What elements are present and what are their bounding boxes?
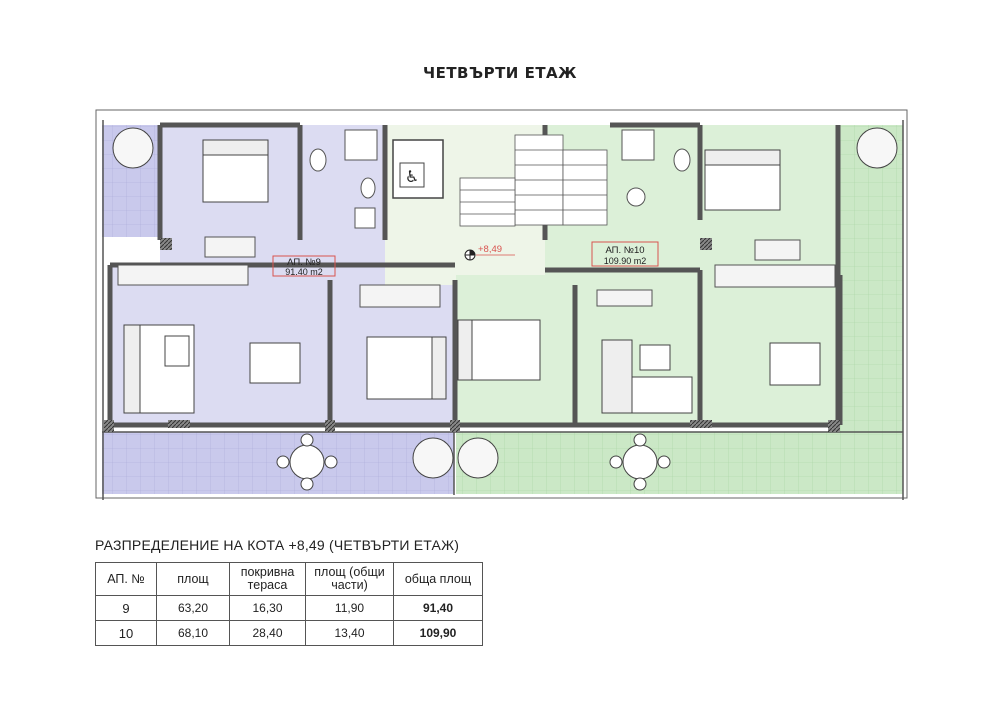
- cell-apt: 10: [95, 620, 157, 646]
- apt10-terrace: [456, 432, 903, 494]
- cell-area: 68,10: [156, 620, 230, 646]
- level-marker-icon: [464, 249, 476, 261]
- col-roof-terrace: покривна тераса: [229, 562, 306, 596]
- col-apt-number: АП. №: [95, 562, 157, 596]
- area-table: АП. № площ покривна тераса площ (общи ча…: [95, 562, 483, 646]
- floor-plan: ♿ АП. №9 91.40 m: [95, 109, 908, 500]
- table-header-row: АП. № площ покривна тераса площ (общи ча…: [95, 562, 483, 596]
- cell-total: 91,40: [393, 595, 483, 621]
- apt9-label: АП. №9: [287, 257, 321, 268]
- apt10-label-box: [591, 241, 659, 267]
- terrace-furniture: [112, 127, 898, 491]
- cell-terrace: 16,30: [229, 595, 306, 621]
- apt9-label-box: [272, 255, 336, 277]
- page-title: ЧЕТВЪРТИ ЕТАЖ: [422, 64, 578, 82]
- apt10-side-terrace: [838, 125, 903, 435]
- table-row: 9 63,20 16,30 11,90 91,40: [95, 595, 483, 621]
- apt10-label: АП. №10: [605, 245, 644, 256]
- furniture: [123, 324, 821, 414]
- apt9-area: 91.40 m2: [285, 267, 323, 277]
- cell-terrace: 28,40: [229, 620, 306, 646]
- col-total-area: обща площ: [393, 562, 483, 596]
- svg-text:♿: ♿: [405, 167, 419, 186]
- col-area: площ: [156, 562, 230, 596]
- distribution-title: РАЗПРЕДЕЛЕНИЕ НА КОТА +8,49 (ЧЕТВЪРТИ ЕТ…: [95, 537, 460, 553]
- table-row: 10 68,10 28,40 13,40 109,90: [95, 620, 483, 646]
- level-mark: +8,49: [478, 244, 502, 255]
- col-common-area: площ (общи части): [305, 562, 394, 596]
- bathrooms: [309, 129, 691, 229]
- columns: [104, 238, 840, 432]
- cell-common: 13,40: [305, 620, 394, 646]
- cell-area: 63,20: [156, 595, 230, 621]
- beds: [202, 139, 781, 400]
- stairs: [459, 134, 608, 227]
- cell-total: 109,90: [393, 620, 483, 646]
- elevator: ♿: [392, 139, 444, 199]
- cell-apt: 9: [95, 595, 157, 621]
- cell-common: 11,90: [305, 595, 394, 621]
- kitchens: [117, 236, 836, 308]
- apt10-area: 109.90 m2: [604, 256, 647, 266]
